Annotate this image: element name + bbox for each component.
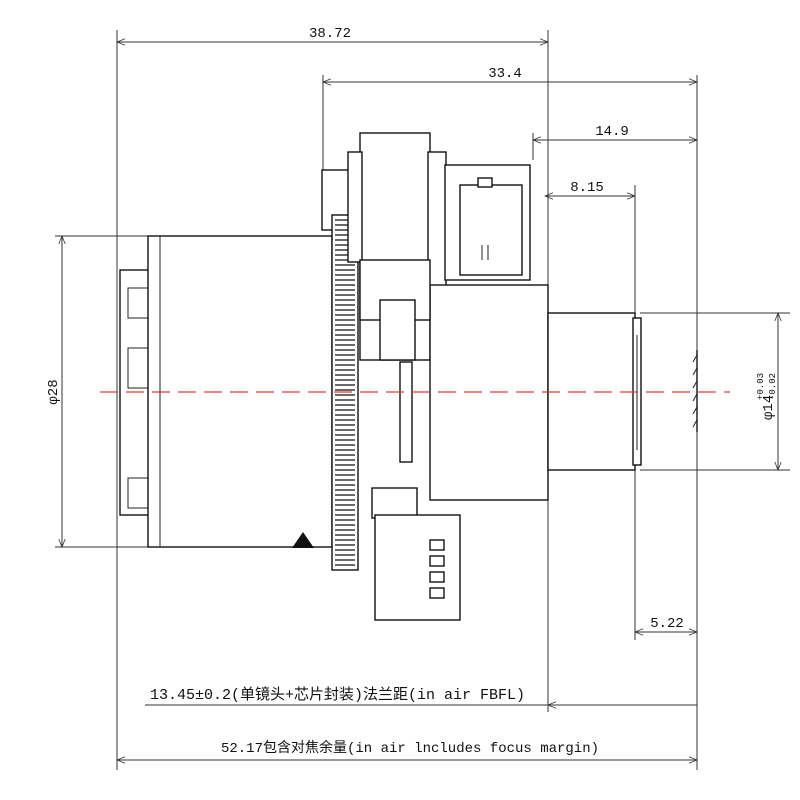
dim-front-diameter: φ28 (46, 379, 62, 404)
dim-total-length: 52.17包含对焦余量(in air lncludes focus margin… (221, 739, 599, 757)
bottom-connector (371, 487, 418, 519)
gear-teeth (335, 219, 355, 566)
triangle-mark-icon (292, 532, 314, 548)
dim-rear-length: 14.9 (595, 124, 629, 140)
lens-body (119, 132, 698, 621)
dim-mount-tol-lower: -0.02 (768, 373, 778, 400)
dim-mount-length: 8.15 (570, 180, 604, 196)
dim-flange-distance: 13.45±0.2(单镜头+芯片封装)法兰距(in air FBFL) (150, 685, 525, 704)
dimension-lines (62, 42, 778, 760)
dim-sensor-offset: 5.22 (650, 616, 684, 632)
dim-overall-lens-length: 38.72 (309, 26, 351, 42)
dim-mount-diameter: φ14 (761, 395, 777, 420)
dim-body-length: 33.4 (488, 66, 522, 82)
dim-mount-tol-upper: +0.03 (756, 373, 766, 400)
sensor-plane-hatch (692, 350, 698, 432)
